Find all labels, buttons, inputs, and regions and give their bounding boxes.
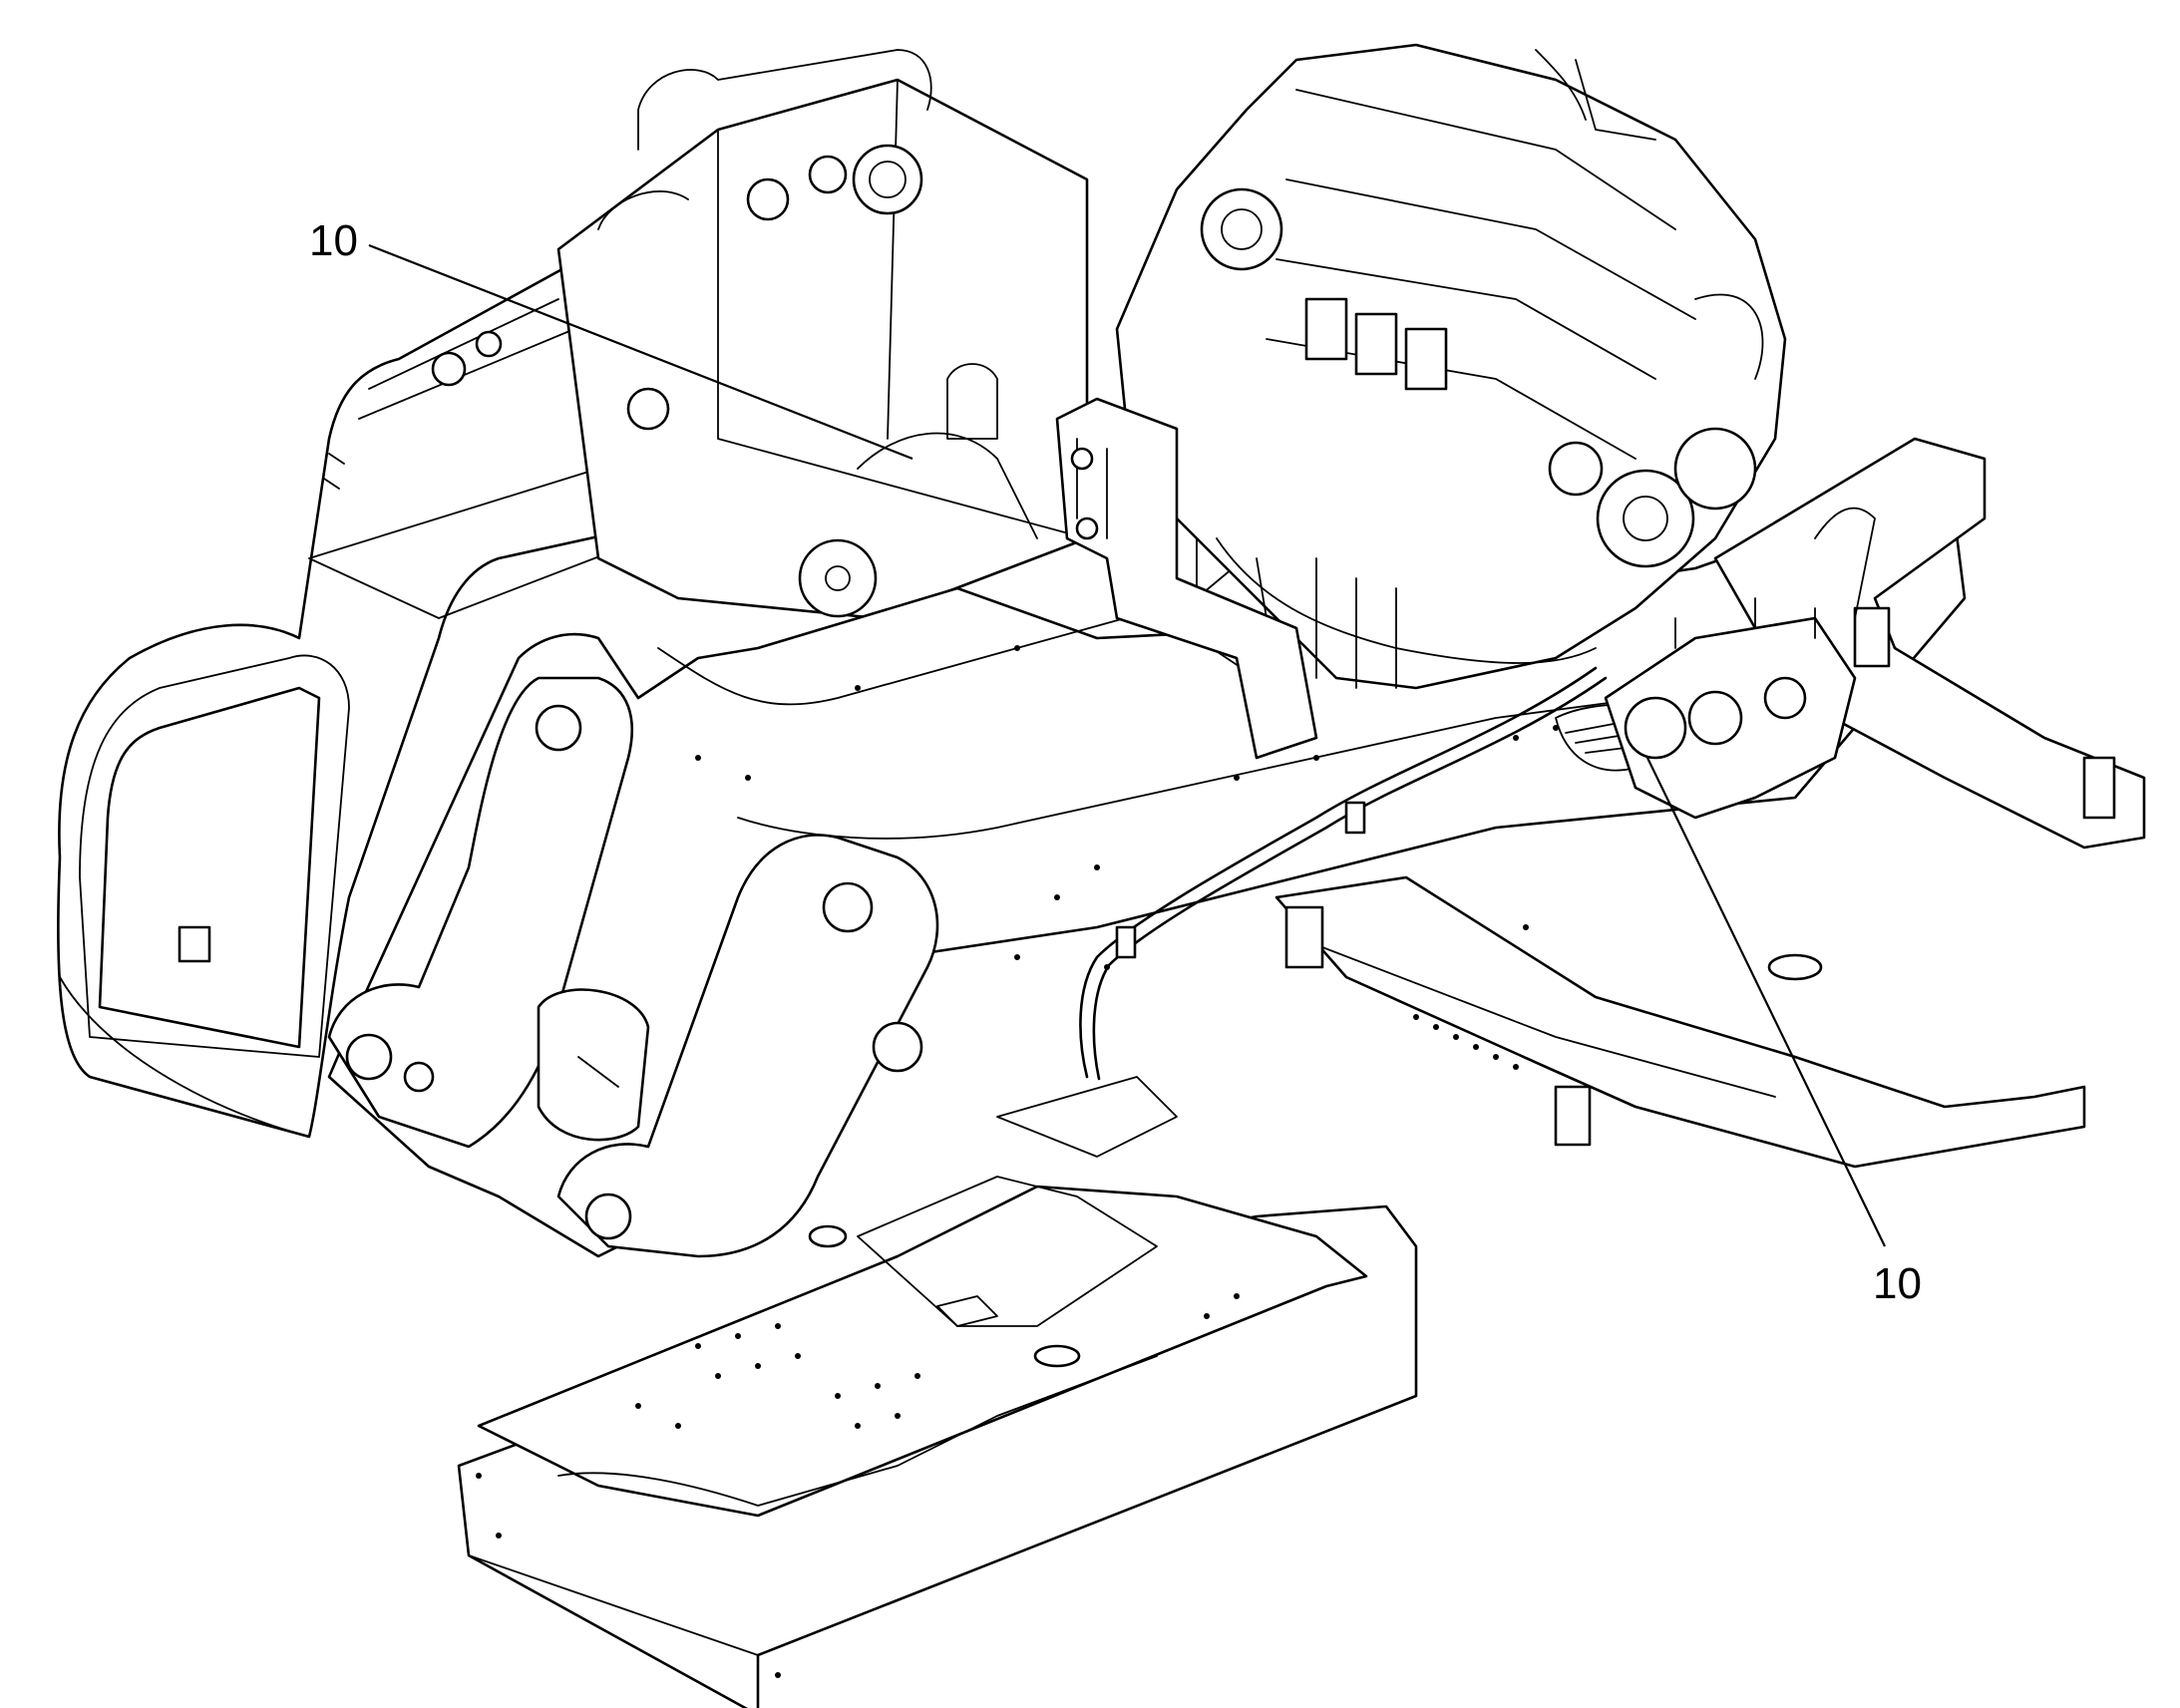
frame-block-right <box>1853 606 1891 668</box>
upper-structure-frame <box>327 497 1967 1258</box>
warning-decal <box>178 925 211 963</box>
fuel-heater-unit <box>1604 597 1857 820</box>
hydraulic-tank-block <box>556 49 1089 620</box>
floor-plate-holes <box>476 1293 1240 1678</box>
engine-mount-bracket <box>1055 397 1318 760</box>
filler-cap <box>746 177 790 221</box>
callout-upper-left: 10 <box>309 216 913 461</box>
cab-floor-plate <box>457 1076 1418 1708</box>
frame-block-left <box>1284 905 1324 969</box>
callout-lower-right: 10 <box>1646 757 1922 1308</box>
hose-harness <box>1079 507 1876 1081</box>
callout-label: 10 <box>1873 1259 1922 1308</box>
frame-holes-row <box>1413 1014 1519 1070</box>
callout-label: 10 <box>309 216 358 265</box>
breather-filter <box>852 144 923 215</box>
right-main-frame <box>1274 437 2146 1169</box>
oil-filler-cap <box>1200 187 1283 271</box>
turbocharger <box>1596 469 1695 568</box>
gauge-disc <box>798 538 878 618</box>
engine-assembly <box>1115 43 1787 690</box>
